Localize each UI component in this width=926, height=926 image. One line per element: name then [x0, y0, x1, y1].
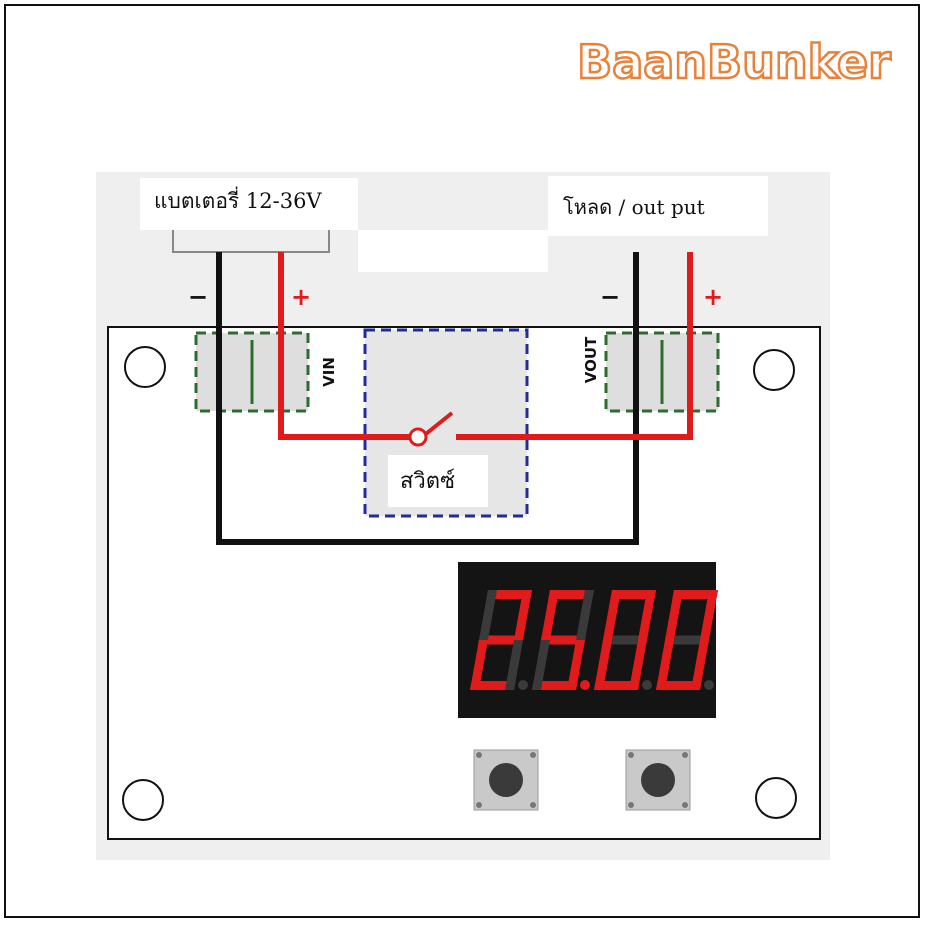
digit-segment [470, 681, 516, 690]
digit-segment [656, 640, 674, 690]
led-digits [470, 590, 718, 690]
digit-segment [656, 681, 702, 690]
decimal-point [518, 680, 528, 690]
digit-segment [532, 640, 550, 690]
digit-segment [691, 640, 709, 690]
digit-segment [603, 590, 621, 640]
digit-segment [505, 640, 523, 690]
mounting-hole [122, 779, 164, 821]
load-label-box [548, 176, 768, 236]
vout-label: VOUT [582, 336, 600, 383]
digit-segment [470, 640, 488, 690]
label-patch [358, 230, 548, 272]
digit-segment [664, 635, 710, 645]
positive-output-wire [456, 252, 693, 440]
digit-segment [638, 590, 656, 640]
vin-plus-label: + [291, 283, 311, 311]
decimal-point [642, 680, 652, 690]
switch-pivot [408, 427, 428, 447]
digit-segment [700, 590, 718, 640]
positive-input-wire [278, 252, 412, 440]
switch-label-box [388, 455, 488, 507]
vout-plus-label: + [703, 283, 723, 311]
digit-segment [479, 590, 497, 640]
battery-connector [172, 230, 330, 253]
battery-label: แบตเตอรี่ 12-36V [154, 186, 322, 213]
digit-segment [532, 681, 578, 690]
digit-segment [629, 640, 647, 690]
digit-segment [610, 590, 656, 599]
digit-segment [665, 590, 683, 640]
mounting-hole [755, 777, 797, 819]
blank-area [122, 570, 438, 768]
load-label: โหลด / out put [563, 195, 705, 219]
digit-segment [594, 681, 640, 690]
mounting-hole [753, 349, 795, 391]
vout-minus-label: − [600, 283, 620, 311]
push-button-right[interactable] [625, 749, 691, 811]
digit-segment [486, 590, 532, 599]
digit-segment [594, 640, 612, 690]
vin-minus-label: − [188, 283, 208, 311]
digit-segment [567, 640, 585, 690]
decimal-point [704, 680, 714, 690]
vin-label: VIN [320, 357, 338, 387]
digit-segment [672, 590, 718, 599]
switch-lever [420, 411, 454, 439]
digit-segment [602, 635, 648, 645]
brand-logo: BaanBunker [577, 35, 891, 89]
digit-segment [540, 635, 586, 645]
digit-segment [576, 590, 594, 640]
digit-segment [478, 635, 524, 645]
digit-segment [514, 590, 532, 640]
negative-wire [216, 252, 639, 545]
digit-segment [548, 590, 594, 599]
switch-label: สวิตซ์ [400, 469, 455, 494]
mounting-hole [124, 346, 166, 388]
digit-segment [541, 590, 559, 640]
decimal-point [580, 680, 590, 690]
battery-label-box [140, 178, 358, 230]
push-button-left[interactable] [473, 749, 539, 811]
